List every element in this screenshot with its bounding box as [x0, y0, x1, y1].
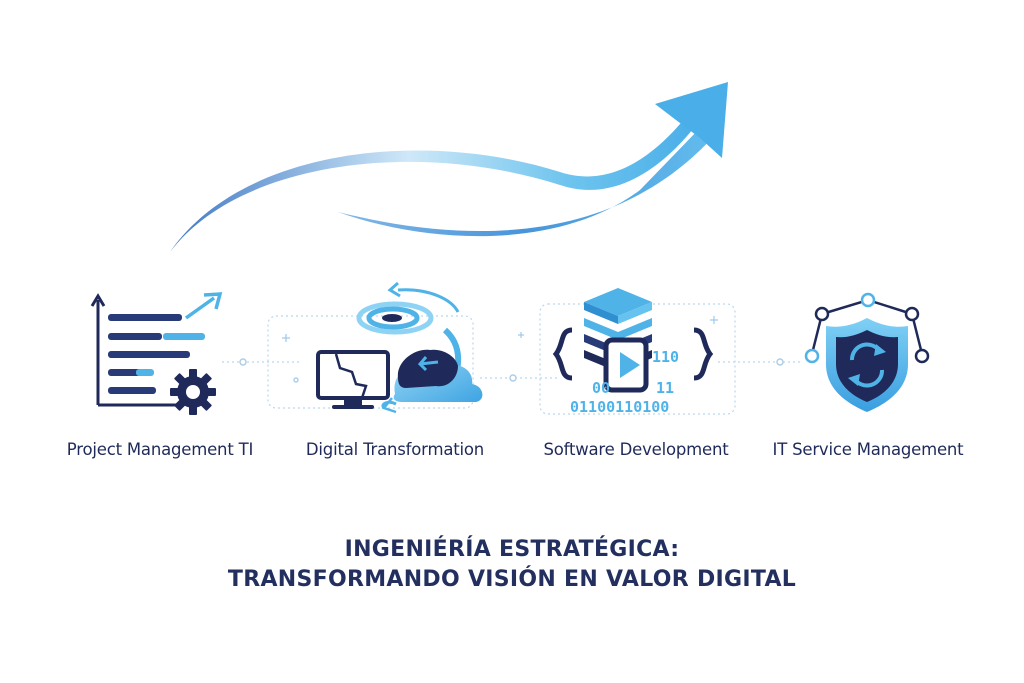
code-layers-play-icon: 110 00 11 01100110100	[552, 288, 714, 416]
binary-row-1: 110	[652, 348, 679, 366]
capability-label-software-development: Software Development	[543, 440, 729, 459]
sparkle-marks	[282, 316, 718, 342]
title-line-1: INGENIÉRÍA ESTRATÉGICA:	[344, 537, 680, 562]
growth-arrow-icon	[170, 82, 728, 252]
binary-row-2-left: 00	[592, 379, 610, 397]
binary-row-2-right: 11	[656, 379, 674, 397]
capability-label-project-management: Project Management TI	[66, 440, 254, 459]
shield-cycle-icon	[804, 292, 930, 412]
gantt-chart-gear-icon	[90, 292, 223, 415]
capability-label-it-service-management: IT Service Management	[772, 440, 964, 459]
monitor-cloud-sync-icon	[316, 281, 483, 414]
capability-label-digital-transformation: Digital Transformation	[305, 440, 485, 459]
connector-lines	[222, 303, 802, 415]
title-line-2: TRANSFORMANDO VISIÓN EN VALOR DIGITAL	[227, 567, 797, 592]
binary-row-3: 01100110100	[570, 398, 669, 416]
connector-nodes	[239, 358, 784, 383]
